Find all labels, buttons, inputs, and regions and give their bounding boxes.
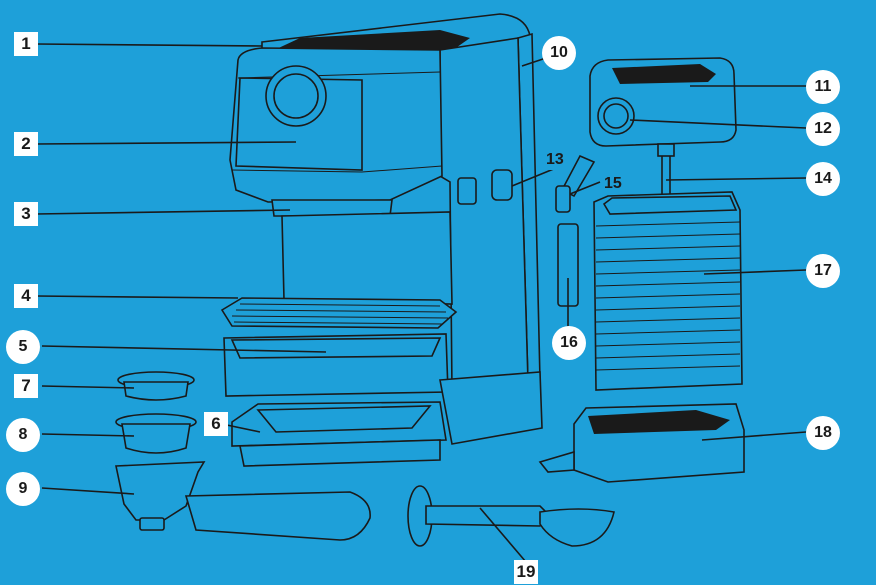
callout-14-number: 14 [814, 170, 832, 187]
callout-14: 14 [806, 162, 840, 196]
callout-12-number: 12 [814, 120, 832, 137]
callout-19: 19 [514, 560, 538, 584]
callout-15: 15 [604, 174, 622, 194]
callout-7-number: 7 [21, 376, 31, 395]
callout-3-number: 3 [21, 204, 31, 223]
callout-4: 4 [14, 284, 38, 308]
callout-1-number: 1 [21, 34, 31, 53]
callout-10-number: 10 [550, 44, 568, 61]
drawer [538, 403, 745, 483]
callout-3: 3 [14, 202, 38, 226]
callout-8-number: 8 [18, 426, 28, 443]
callout-13: 13 [546, 150, 564, 170]
callout-11-number: 11 [814, 78, 832, 95]
callout-5: 5 [6, 330, 40, 364]
callout-19-number: 19 [516, 562, 536, 581]
callout-6-number: 6 [211, 414, 221, 433]
tamper-scoop [407, 485, 615, 547]
callout-2-number: 2 [21, 134, 31, 153]
callout-9: 9 [6, 472, 40, 506]
callout-16-number: 16 [560, 334, 578, 351]
callout-16: 16 [552, 326, 586, 360]
portafilter [115, 461, 371, 541]
callout-13-number: 13 [546, 151, 564, 168]
callout-18-number: 18 [814, 424, 832, 441]
callout-11: 11 [806, 70, 840, 104]
callout-5-number: 5 [18, 338, 28, 355]
callout-1: 1 [14, 32, 38, 56]
callout-2: 2 [14, 132, 38, 156]
callout-7: 7 [14, 374, 38, 398]
leader-lines [35, 43, 807, 563]
callout-17: 17 [806, 254, 840, 288]
steam-wand-parts [555, 154, 596, 307]
callout-8: 8 [6, 418, 40, 452]
callout-4-number: 4 [21, 286, 31, 305]
filter-baskets [115, 371, 197, 454]
callout-6: 6 [204, 412, 228, 436]
callout-18: 18 [806, 416, 840, 450]
callout-12: 12 [806, 112, 840, 146]
callout-10: 10 [542, 36, 576, 70]
callout-9-number: 9 [18, 480, 28, 497]
callout-15-number: 15 [604, 175, 622, 192]
machine-body [220, 13, 543, 467]
water-tank-assembly [589, 57, 743, 391]
callout-17-number: 17 [814, 262, 832, 279]
